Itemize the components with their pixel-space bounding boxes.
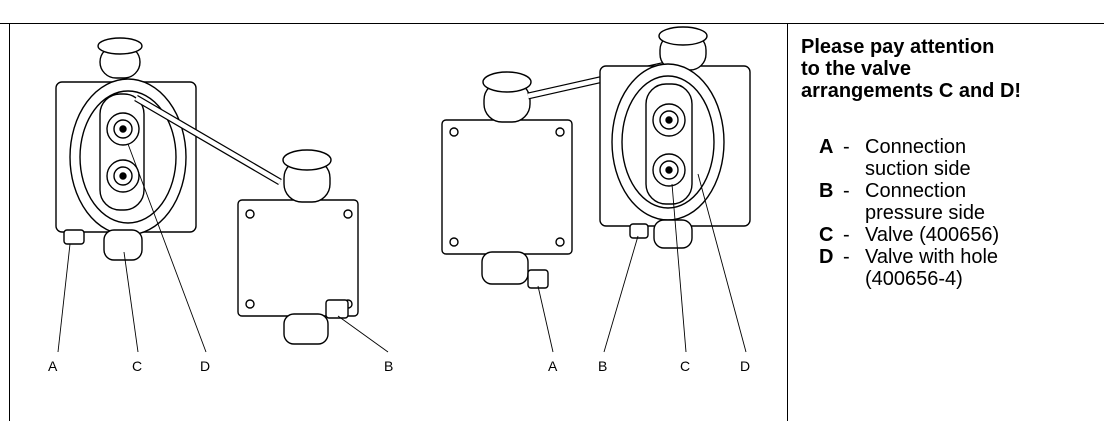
- label-right-b: B: [598, 358, 607, 374]
- label-left-a: A: [48, 358, 58, 374]
- legend-dash: -: [843, 224, 850, 246]
- label-left-b: B: [384, 358, 393, 374]
- legend-text: Valve with hole (400656-4): [865, 246, 1095, 290]
- legend-item-d: D - Valve with hole (400656-4): [819, 246, 1101, 290]
- legend-line: pressure side: [865, 202, 986, 224]
- attention-heading: Please pay attention to the valve arrang…: [801, 36, 1101, 102]
- legend-item-b: B - Connection pressure side: [819, 180, 1101, 224]
- legend-key: C: [819, 224, 834, 246]
- legend-list: A - Connection suction side B - Connecti…: [819, 136, 1101, 290]
- legend-line: (400656-4): [865, 268, 963, 290]
- label-right-c: C: [680, 358, 690, 374]
- legend-text: Connection suction side: [865, 136, 1095, 180]
- legend-item-c: C - Valve (400656): [819, 224, 1101, 246]
- leader-lines: [57, 143, 747, 353]
- heading-line: Please pay attention: [801, 36, 995, 58]
- legend-item-a: A - Connection suction side: [819, 136, 1101, 180]
- legend-dash: -: [843, 246, 850, 268]
- legend-key: B: [819, 180, 834, 202]
- legend-text: Connection pressure side: [865, 180, 1095, 224]
- heading-line: to the valve: [801, 58, 912, 80]
- legend-text: Valve (400656): [865, 224, 1095, 246]
- legend-line: Connection: [865, 136, 967, 158]
- callout-labels: A C D B A B C D: [48, 358, 750, 374]
- frame-top-border: [0, 23, 1104, 24]
- heading-line: arrangements C and D!: [801, 80, 1022, 102]
- left-pump-unit: [55, 37, 359, 345]
- legend-key: A: [819, 136, 834, 158]
- info-panel: Please pay attention to the valve arrang…: [801, 36, 1101, 290]
- legend-line: suction side: [865, 158, 971, 180]
- label-left-c: C: [132, 358, 142, 374]
- label-right-d: D: [740, 358, 750, 374]
- frame-divider: [787, 23, 788, 421]
- label-right-a: A: [548, 358, 558, 374]
- legend-dash: -: [843, 180, 850, 202]
- right-pump-unit: [441, 26, 751, 289]
- legend-key: D: [819, 246, 834, 268]
- legend-line: Connection: [865, 180, 967, 202]
- label-left-d: D: [200, 358, 210, 374]
- frame-left-border: [9, 23, 10, 421]
- legend-line: Valve (400656): [865, 224, 1000, 246]
- legend-line: Valve with hole: [865, 246, 999, 268]
- legend-dash: -: [843, 136, 850, 158]
- pump-assembly-drawing: A C D B A B C D: [48, 26, 751, 374]
